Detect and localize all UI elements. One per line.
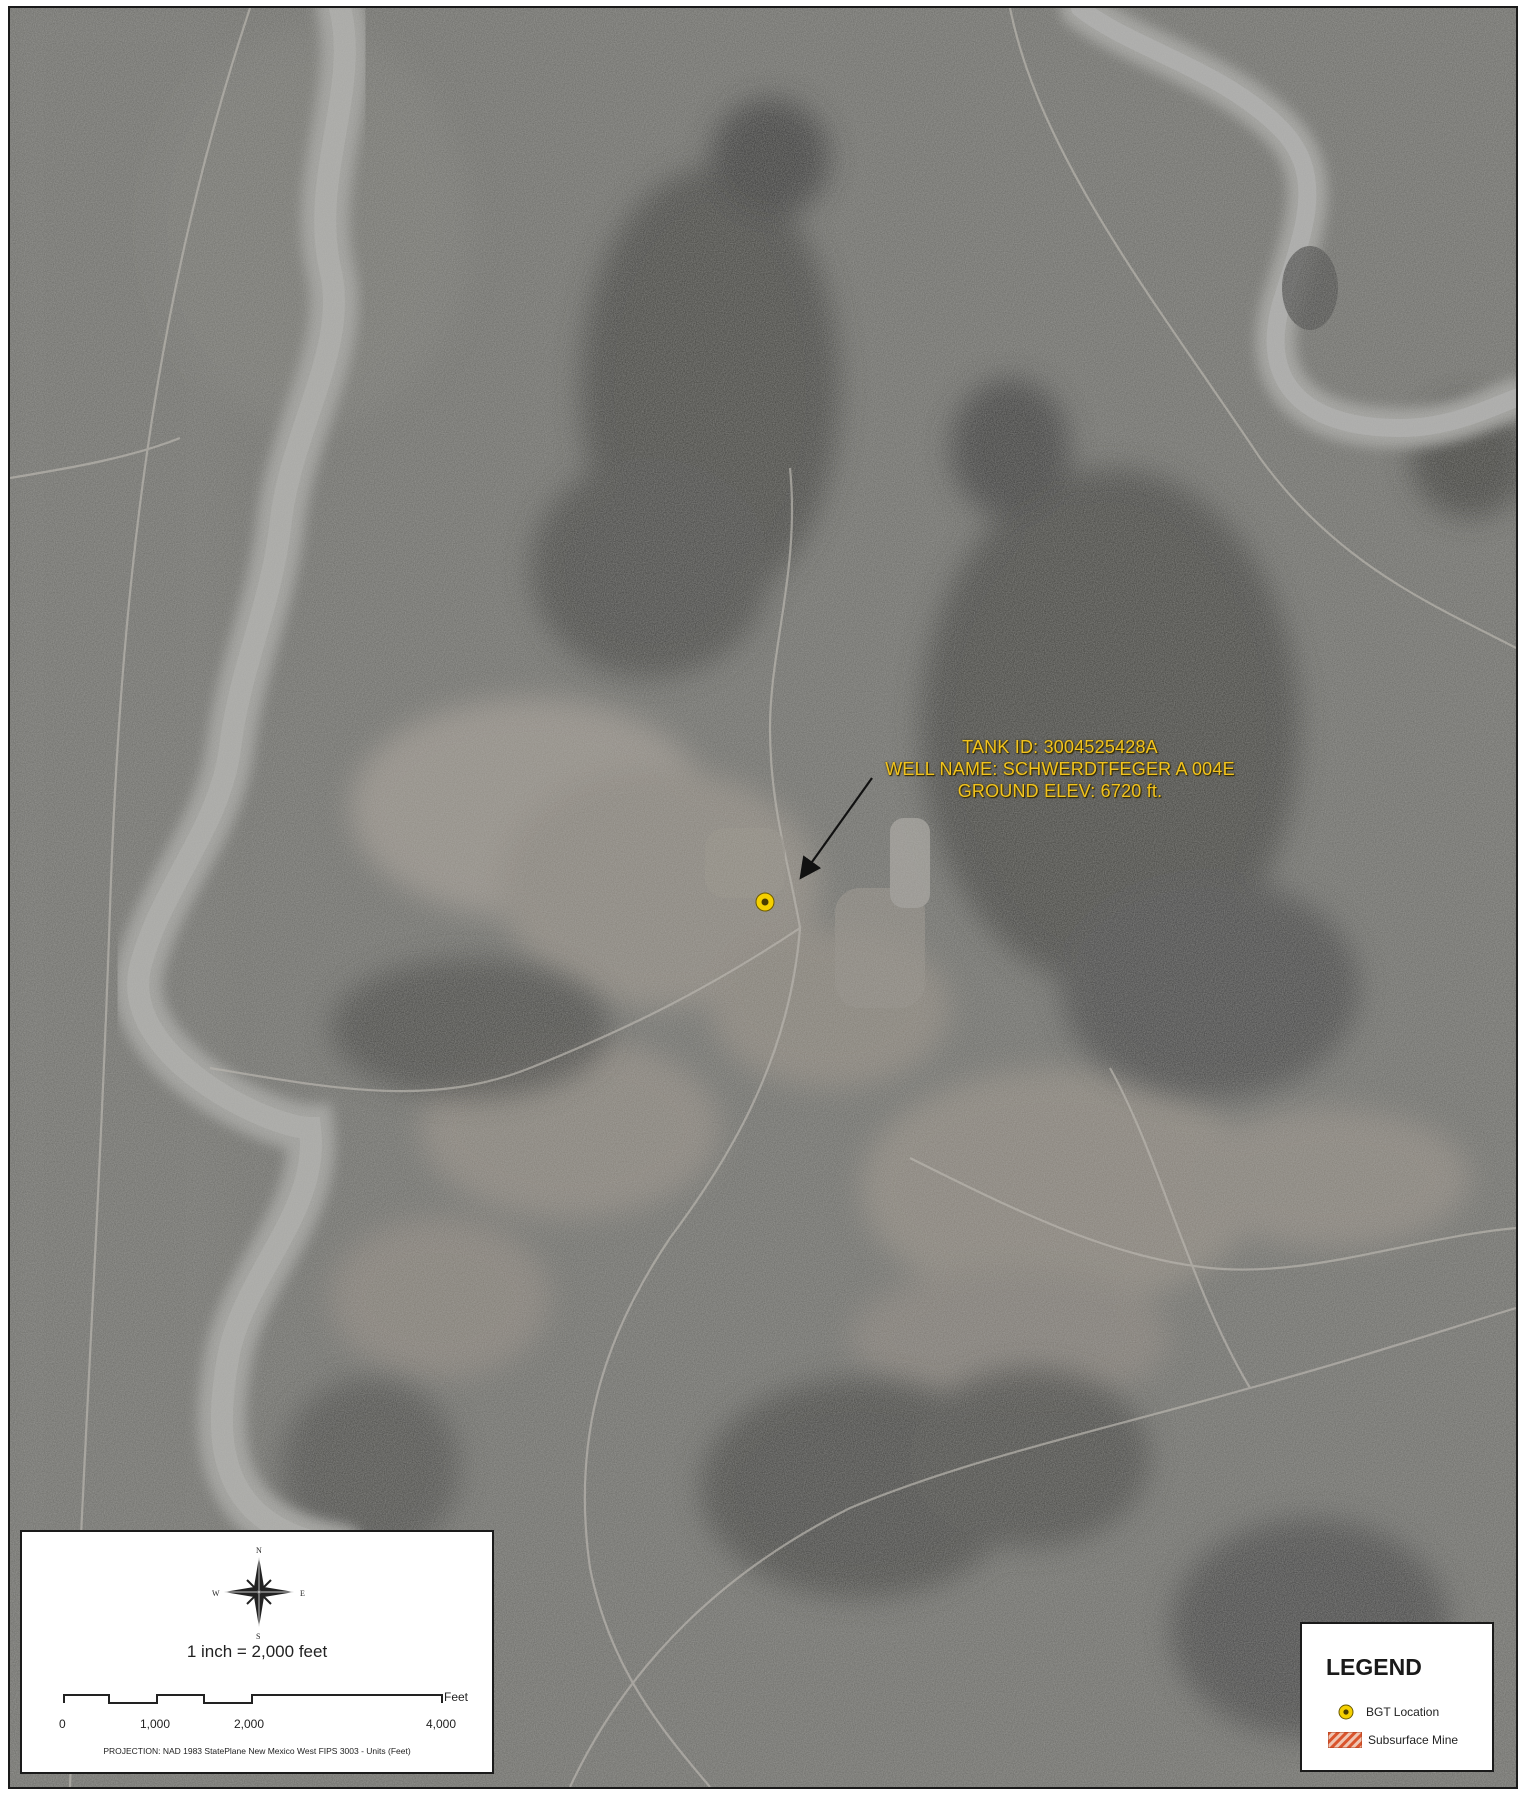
legend-item-bgt: BGT Location (1366, 1705, 1440, 1719)
legend-title: LEGEND (1326, 1654, 1422, 1680)
scale-tick-2000: 2,000 (234, 1717, 265, 1731)
well-name-text: WELL NAME: SCHWERDTFEGER A 004E (885, 759, 1235, 779)
subsurface-mine-swatch (1328, 1732, 1362, 1748)
legend-panel: LEGEND BGT Location Subsurface Mine (1300, 1622, 1494, 1772)
aerial-imagery (10, 8, 1516, 1787)
bgt-location-marker (755, 892, 775, 912)
scale-tick-1000: 1,000 (140, 1717, 171, 1731)
ground-elev-text: GROUND ELEV: 6720 ft. (957, 781, 1163, 801)
scale-bar-panel: N S W E 1 inch = 2,000 feet 0 1,000 2,00… (20, 1530, 494, 1774)
well-callout-label: TANK ID: 3004525428A WELL NAME: SCHWERDT… (840, 736, 1280, 802)
map-frame: TANK ID: 3004525428A WELL NAME: SCHWERDT… (8, 6, 1518, 1789)
callout-arrow (799, 777, 873, 880)
tank-id-text: TANK ID: 3004525428A (962, 737, 1158, 757)
compass-s: S (256, 1632, 261, 1641)
scale-ratio-text: 1 inch = 2,000 feet (186, 1642, 328, 1661)
scale-tick-0: 0 (59, 1717, 66, 1731)
bgt-location-icon (1338, 1704, 1354, 1720)
scale-unit: Feet (444, 1690, 469, 1704)
scale-tick-4000: 4,000 (426, 1717, 457, 1731)
legend-item-mine: Subsurface Mine (1368, 1733, 1459, 1747)
north-arrow-icon (224, 1557, 294, 1627)
projection-text: PROJECTION: NAD 1983 StatePlane New Mexi… (103, 1746, 411, 1756)
compass-n: N (256, 1546, 262, 1555)
compass-w: W (212, 1589, 220, 1598)
compass-e: E (300, 1589, 305, 1598)
scale-bar (63, 1694, 443, 1704)
